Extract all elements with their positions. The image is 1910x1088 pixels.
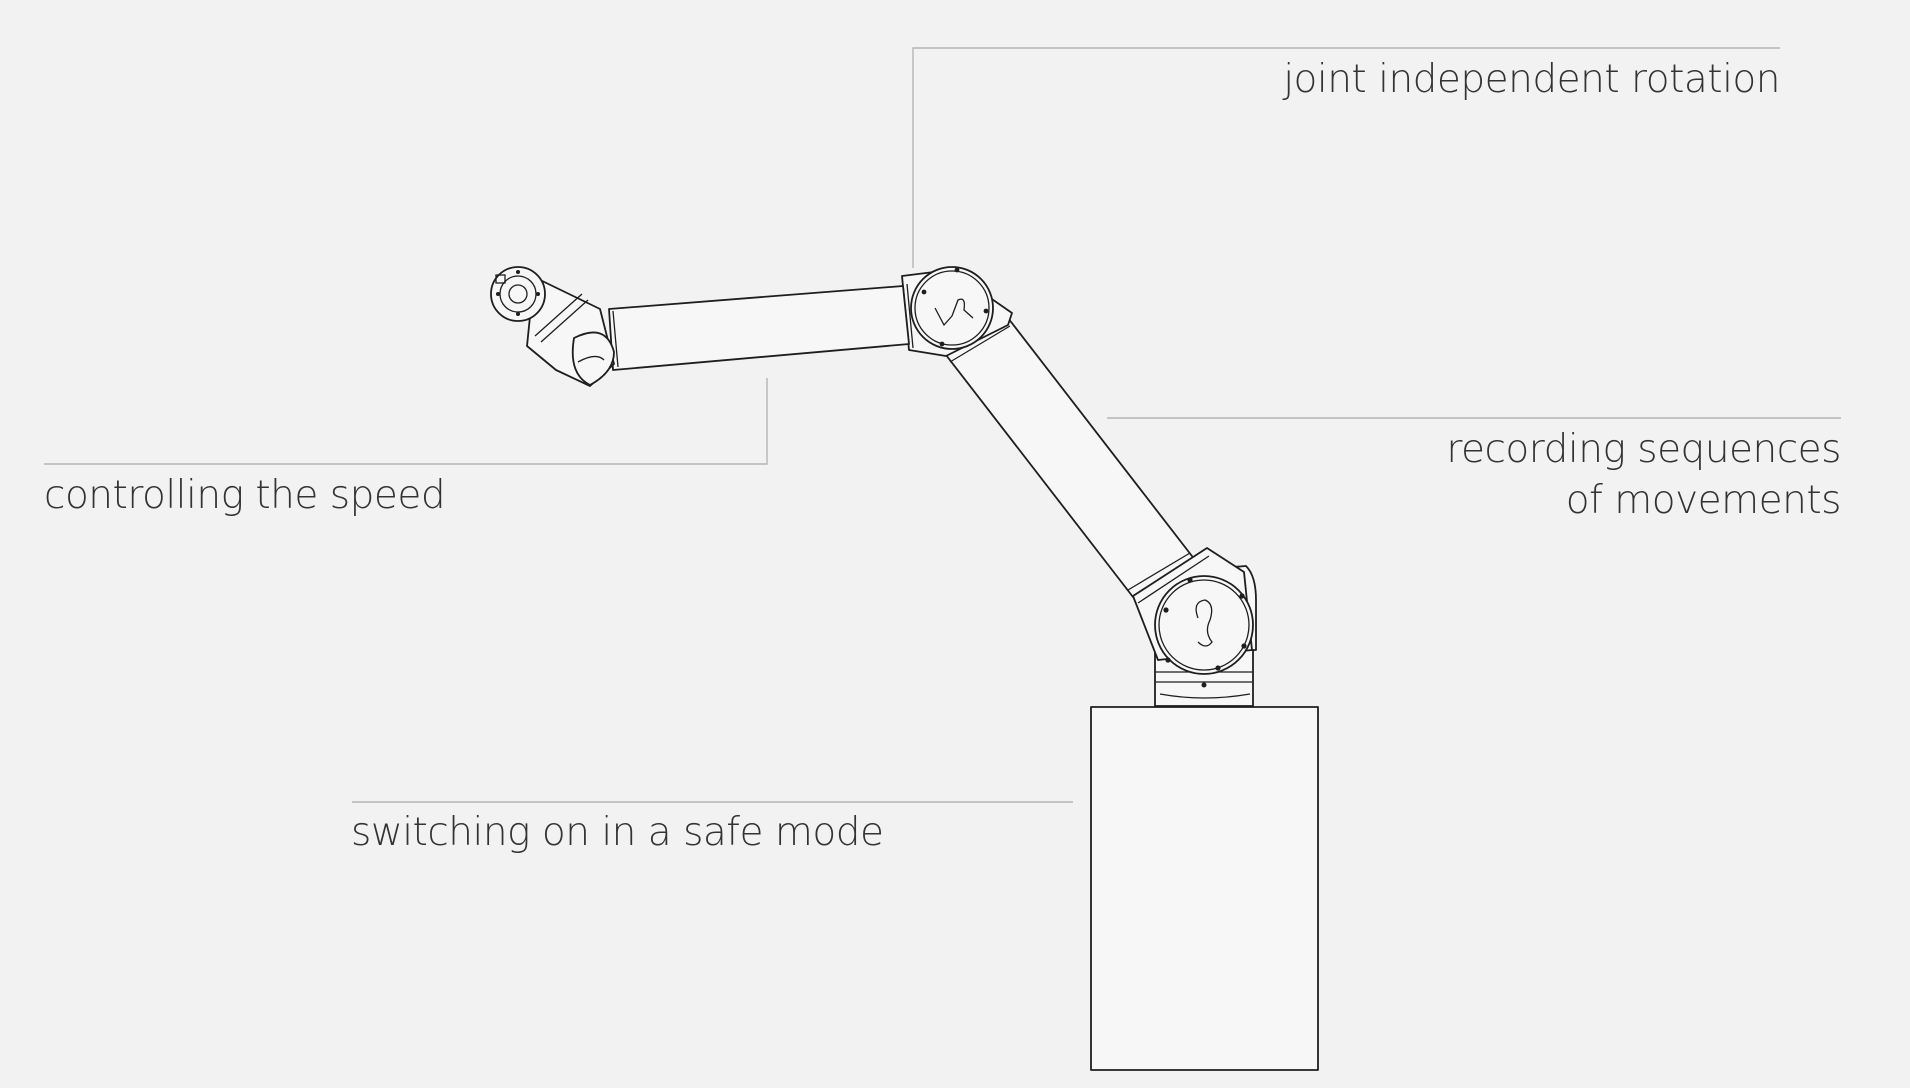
callout-safe-mode: switching on in a safe mode [351,810,884,855]
leader-line-joint-rotation [912,47,1780,268]
forearm-link [608,285,910,371]
callout-recording-line1: recording sequences [1446,427,1841,472]
callout-recording: recording sequences of movements [1446,424,1841,526]
elbow-joint [901,266,1013,357]
wrist-joints [490,266,615,387]
pedestal-icon [1090,706,1319,1071]
upper-arm-link [945,317,1196,598]
leader-lines [44,47,1841,803]
leader-line-speed [44,378,768,465]
callout-joint-rotation: joint independent rotation [1283,57,1780,102]
callout-recording-line2: of movements [1565,478,1842,523]
callout-speed: controlling the speed [44,473,446,518]
robot-arm-icon [490,266,1257,707]
shoulder-joint [1132,547,1254,675]
